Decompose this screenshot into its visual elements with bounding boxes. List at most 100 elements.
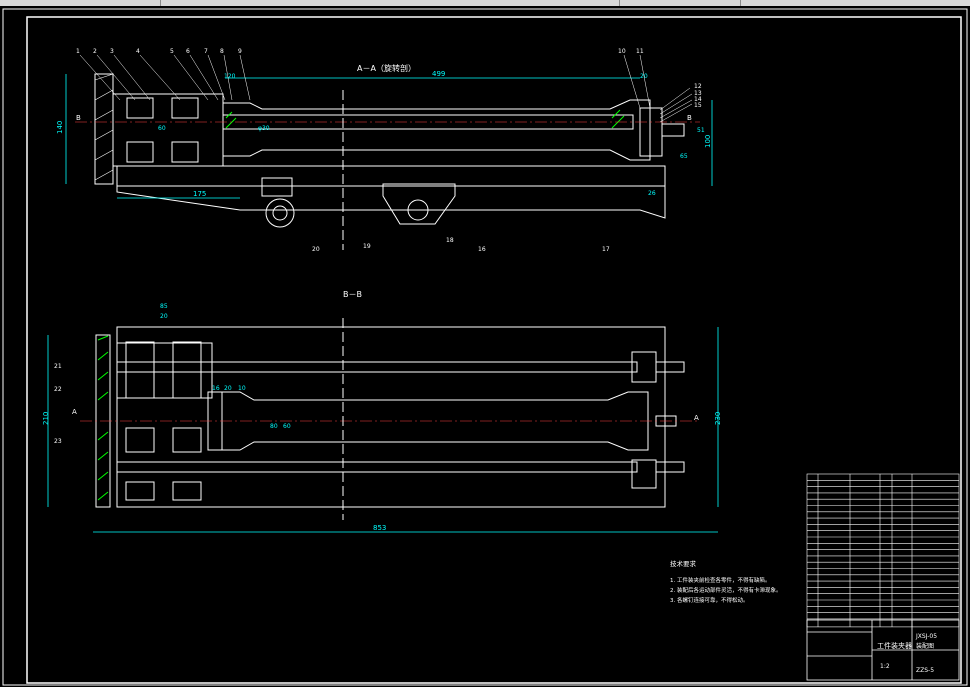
bearing-left-inner (272, 205, 288, 221)
top-hatch (225, 109, 625, 129)
nut-box-4 (172, 427, 202, 453)
scale-value: 1:2 (880, 663, 890, 670)
sheet-inner-border (26, 16, 962, 684)
tech-requirements: 技术要求 1. 工件装夹前检查各零件，不得有缺陷。 2. 装配后各运动部件灵活，… (670, 559, 782, 604)
dim-bottom-60: 60 (283, 423, 291, 430)
dim-bottom-left-height: 210 (42, 412, 50, 425)
material-label: 装配图 (916, 642, 934, 650)
dim-bottom-10: 10 (238, 385, 246, 392)
drawing-name: 工件装夹器 (877, 641, 912, 650)
balloon-leaders-top (79, 54, 693, 123)
nut-box-3 (125, 427, 155, 453)
sheet-outer-border (2, 8, 968, 686)
balloon-20: 20 (312, 246, 320, 253)
bottom-hatch (97, 335, 109, 501)
rail-lower (116, 461, 638, 473)
cut-marker-b-top: B (76, 114, 81, 122)
title-block: 工件装夹器 JXSJ-05 装配图 1:2 ZZS-5 (806, 619, 960, 681)
dim-top-right-height: 100 (704, 135, 712, 148)
section-aa-title: A－A（旋转剖） (357, 63, 416, 73)
dim-bottom-16: 16 (212, 385, 220, 392)
balloon-1: 1 (76, 48, 80, 55)
nut-box-5 (125, 481, 155, 501)
cut-marker-a-right: A (694, 414, 699, 422)
dim-top-right-small: 26 (648, 190, 656, 197)
dim-bottom-right-height: 230 (714, 412, 722, 425)
titlebar-segment (161, 0, 620, 6)
nut-block-left-b (126, 141, 154, 163)
balloon-14: 14 (694, 96, 702, 103)
barrel-outline (223, 99, 651, 161)
right-pin-lower (655, 461, 685, 473)
tech-requirement-line-3: 3. 各螺钉连接可靠，不得松动。 (670, 596, 749, 604)
section-view-bb: B－B 853 210 230 85 20 16 20 10 80 6 (42, 290, 722, 533)
section-view-aa: A－A（旋转剖） 499 140 175 100 26 20 5 (56, 63, 713, 250)
titlebar-segment (0, 0, 161, 6)
drawing-code: JXSJ-05 (915, 633, 937, 640)
nut-box-2 (172, 341, 202, 399)
dim-bottom-85: 85 (160, 303, 168, 310)
cut-marker-b-bottom: B (687, 114, 692, 122)
dim-top-left-120: 120 (224, 73, 236, 80)
dim-top-overall: 499 (432, 70, 445, 78)
tech-requirement-line-1: 1. 工件装夹前检查各零件，不得有缺陷。 (670, 576, 771, 584)
nut-block-right (171, 97, 199, 119)
tech-requirements-title: 技术要求 (670, 559, 697, 568)
dim-top-bottom-len: 175 (193, 190, 206, 198)
parts-list-table (806, 473, 960, 628)
nut-box-6 (172, 481, 202, 501)
balloon-16: 16 (478, 246, 486, 253)
balloon-6: 6 (186, 48, 190, 55)
base-rail (116, 165, 666, 187)
balloon-17: 17 (602, 246, 610, 253)
nut-block-right-b (171, 141, 199, 163)
dim-bottom-overall: 853 (373, 524, 386, 532)
tech-requirement-line-2: 2. 装配后各运动部件灵活，不得有卡滞现象。 (670, 586, 782, 594)
dim-top-mid-60: 60 (158, 125, 166, 132)
cut-marker-a-left: A (72, 408, 77, 416)
balloon-21: 21 (54, 363, 62, 370)
right-pin (661, 123, 685, 137)
balloon-22: 22 (54, 386, 62, 393)
dim-bottom-20: 20 (160, 313, 168, 320)
end-plate-hatch (94, 73, 114, 181)
dim-top-right-51: 51 (697, 127, 705, 134)
base-rail-lower (116, 186, 666, 219)
balloon-9: 9 (238, 48, 242, 55)
balloon-18: 18 (446, 237, 454, 244)
bearing-left (265, 198, 295, 228)
leader-lines (79, 54, 693, 123)
dim-top-bore: φ30 (258, 125, 270, 132)
right-head-upper (631, 351, 657, 383)
clamp-frame (116, 342, 213, 399)
rail-upper (116, 361, 638, 373)
end-plate (94, 73, 114, 185)
nut-box-1 (125, 341, 155, 399)
right-head-lower (631, 459, 657, 489)
balloon-12: 12 (694, 83, 702, 90)
support-bore (407, 199, 429, 221)
balloon-19: 19 (363, 243, 371, 250)
balloon-4: 4 (136, 48, 140, 55)
titlebar-segment (620, 0, 741, 6)
balloon-7: 7 (204, 48, 208, 55)
balloon-8: 8 (220, 48, 224, 55)
cad-drawing-canvas[interactable]: A－A（旋转剖） 499 140 175 100 26 20 5 (0, 6, 970, 687)
balloon-11: 11 (636, 48, 644, 55)
sheet-number: ZZS-5 (916, 667, 934, 674)
base-plate-bottom (116, 326, 666, 508)
balloon-23: 23 (54, 438, 62, 445)
bottom-barrel (221, 391, 649, 451)
section-bb-title: B－B (343, 290, 362, 299)
balloon-labels-top: 1 2 3 4 5 6 7 8 9 10 11 12 13 14 15 16 1… (76, 48, 702, 253)
balloon-3: 3 (110, 48, 114, 55)
clamp-body (112, 93, 224, 167)
bracket-left (261, 177, 293, 197)
right-end-block (639, 107, 663, 157)
balloon-5: 5 (170, 48, 174, 55)
nut-block-left (126, 97, 154, 119)
dim-bottom-20b: 20 (224, 385, 232, 392)
support-v-block (382, 183, 456, 225)
dim-top-right-65: 65 (680, 153, 688, 160)
parts-list-frame (806, 473, 960, 628)
